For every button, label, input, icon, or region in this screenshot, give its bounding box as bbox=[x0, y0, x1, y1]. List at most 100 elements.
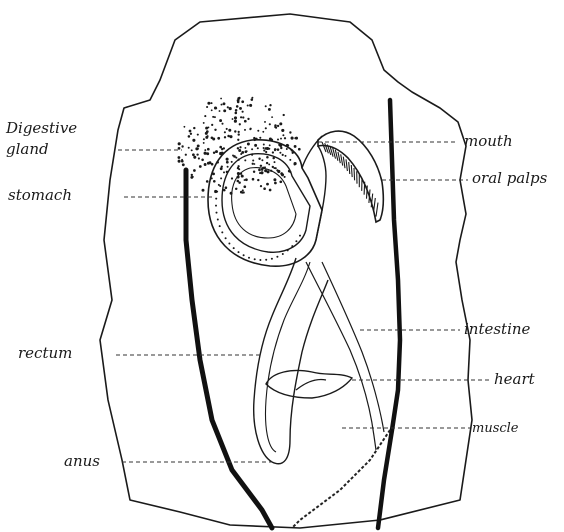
gland-dot bbox=[181, 159, 183, 161]
gland-dot bbox=[239, 107, 242, 110]
gland-dot bbox=[204, 149, 206, 151]
gland-dot bbox=[249, 104, 252, 107]
palp-striation bbox=[376, 203, 378, 217]
gland-dot bbox=[193, 156, 196, 159]
gland-dot bbox=[298, 148, 301, 151]
stomach-wall-dot bbox=[289, 159, 291, 161]
stomach-wall-dot bbox=[225, 237, 227, 239]
gland-dot bbox=[266, 162, 268, 164]
gland-dot bbox=[178, 142, 181, 145]
gland-dot bbox=[244, 120, 247, 123]
gland-dot bbox=[269, 144, 271, 146]
gland-dot bbox=[244, 129, 246, 131]
gland-dot bbox=[190, 133, 192, 135]
palp-striation bbox=[369, 190, 370, 203]
gland-dot bbox=[253, 170, 255, 172]
palp-striation bbox=[322, 142, 326, 152]
gland-dot bbox=[229, 107, 232, 110]
gland-dot bbox=[207, 135, 209, 137]
gland-dot bbox=[280, 138, 282, 140]
stomach-wall-dot bbox=[215, 198, 217, 200]
gland-dot bbox=[203, 122, 205, 124]
gland-dot bbox=[244, 159, 246, 161]
gland-dot bbox=[247, 118, 249, 120]
gland-dot bbox=[264, 169, 267, 172]
gland-dot bbox=[227, 106, 229, 108]
gland-dot bbox=[269, 189, 272, 192]
gland-dot bbox=[264, 121, 266, 123]
gland-dot bbox=[193, 169, 196, 172]
stomach-wall-dot bbox=[243, 254, 245, 256]
gland-dot bbox=[260, 165, 262, 167]
gland-dot bbox=[207, 148, 210, 151]
gland-dot bbox=[197, 144, 200, 147]
label-muscle: muscle bbox=[472, 422, 519, 435]
gland-dot bbox=[198, 157, 200, 159]
gland-dot bbox=[207, 126, 209, 128]
stomach-cavity bbox=[232, 168, 296, 238]
gland-dot bbox=[213, 180, 216, 183]
stomach-wall-dot bbox=[227, 166, 229, 168]
palp-striation bbox=[343, 157, 345, 169]
gland-dot bbox=[274, 182, 277, 185]
gland-dot bbox=[265, 105, 267, 107]
gland-dot bbox=[273, 167, 275, 169]
label-rectum: rectum bbox=[18, 346, 72, 361]
leader-lines bbox=[116, 142, 490, 462]
gland-dot bbox=[291, 137, 294, 140]
gland-dot bbox=[206, 106, 208, 108]
gland-dot bbox=[219, 110, 221, 112]
gland-dot bbox=[205, 132, 208, 135]
gland-dot bbox=[204, 163, 207, 166]
gland-dot bbox=[247, 104, 249, 106]
gland-dot bbox=[211, 109, 213, 111]
stomach-wall-dot bbox=[274, 149, 276, 151]
gland-dot bbox=[203, 138, 205, 140]
gland-dot bbox=[279, 122, 282, 125]
gland-dot bbox=[284, 176, 286, 178]
gland-dot bbox=[193, 127, 195, 129]
gland-dot bbox=[252, 159, 254, 161]
stomach-wall-dot bbox=[254, 258, 256, 260]
stomach-wall-dot bbox=[279, 152, 281, 154]
gland-dot bbox=[229, 135, 232, 138]
heart-fold bbox=[296, 379, 326, 390]
stomach-wall-dot bbox=[223, 171, 225, 173]
palp-striation bbox=[341, 154, 343, 165]
gland-dot bbox=[185, 154, 187, 156]
intestine-descending bbox=[306, 262, 384, 450]
gland-dot bbox=[226, 161, 229, 164]
gland-dot bbox=[210, 102, 212, 104]
gland-dot bbox=[258, 157, 260, 159]
gland-dot bbox=[221, 104, 223, 106]
gland-dot bbox=[189, 130, 192, 133]
gland-dot bbox=[190, 176, 193, 179]
muscle-line bbox=[378, 100, 400, 528]
gland-dot bbox=[281, 173, 284, 176]
stomach-wall-dot bbox=[228, 243, 230, 245]
palp-striation bbox=[346, 159, 347, 171]
gland-dot bbox=[251, 98, 254, 101]
gland-dot bbox=[289, 131, 291, 133]
gland-dot bbox=[283, 114, 285, 116]
gland-dot bbox=[262, 131, 264, 133]
stomach-wall-dot bbox=[217, 219, 219, 221]
gland-dot bbox=[265, 127, 267, 129]
label-anus: anus bbox=[64, 454, 100, 469]
label-mouth: mouth bbox=[464, 134, 513, 149]
stomach-wall-dot bbox=[248, 257, 250, 259]
gland-dot bbox=[220, 167, 223, 170]
stomach-wall-dot bbox=[235, 157, 237, 159]
stomach-wall-dot bbox=[265, 259, 267, 261]
gland-dot bbox=[224, 136, 226, 138]
gland-dot bbox=[258, 169, 261, 172]
stomach-wall-dot bbox=[218, 184, 220, 186]
gland-dot bbox=[235, 112, 238, 115]
gland-dot bbox=[214, 106, 217, 109]
gland-dot bbox=[215, 150, 218, 153]
gland-dot bbox=[232, 118, 234, 120]
gland-dot bbox=[268, 108, 271, 111]
gland-dot bbox=[286, 148, 288, 150]
gland-dot bbox=[213, 152, 215, 154]
stomach-wall-dot bbox=[251, 148, 253, 150]
